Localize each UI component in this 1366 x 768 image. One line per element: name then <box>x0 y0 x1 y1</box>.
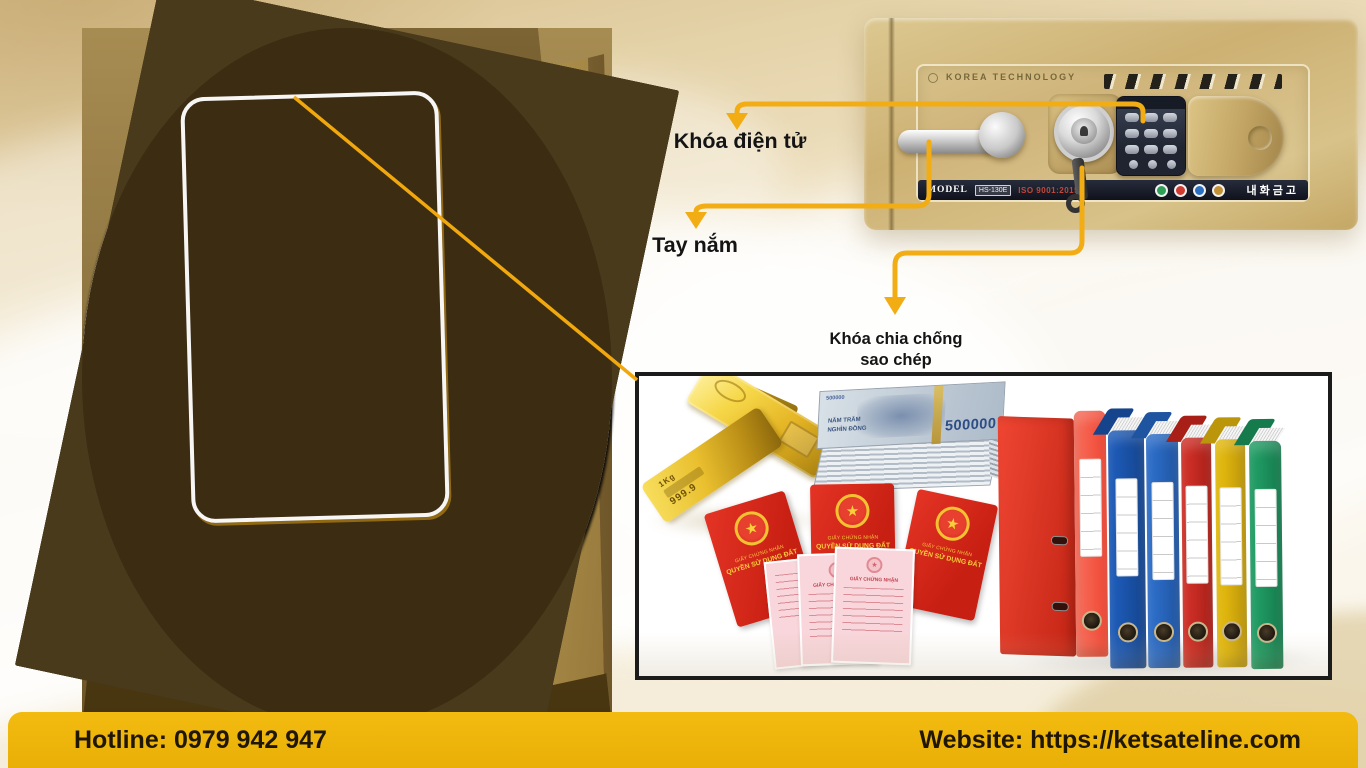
binder-part <box>1051 601 1069 612</box>
red-book-title: GIẤY CHỨNG NHẬN <box>827 534 879 542</box>
binder <box>1073 410 1109 657</box>
national-emblem-icon: ★ <box>932 503 973 544</box>
panel-vent-slats <box>1104 74 1282 89</box>
keypad-button <box>1144 144 1158 154</box>
valuables-box: 1Kg 999.9 500000 NĂM TRĂM NGHÌN ĐỒNG 500… <box>635 372 1332 680</box>
keypad-button <box>1128 160 1138 170</box>
certificate-title: GIẤY CHỨNG NHẬN <box>849 576 899 584</box>
cover-emboss <box>1248 126 1272 150</box>
gold-stamp <box>711 376 750 407</box>
binder-part <box>1254 488 1278 588</box>
model-value: HS-130E <box>974 184 1012 196</box>
label-key-lock: Khóa chia chống sao chép <box>806 329 986 371</box>
brand-text: KOREA TECHNOLOGY <box>946 72 1077 82</box>
keypad-button <box>1144 128 1158 138</box>
keypad-buttons <box>1125 113 1179 173</box>
brand-logo-icon <box>928 73 938 83</box>
keypad-button <box>1147 160 1157 170</box>
certificate-lines <box>842 586 904 634</box>
website-link[interactable]: Website: https://ketsateline.com <box>919 725 1301 754</box>
binder-part <box>1151 481 1175 581</box>
label-key-lock-line1: Khóa chia chống <box>829 330 963 348</box>
keypad-button <box>1144 113 1158 122</box>
cert-badge-icon <box>1211 183 1225 197</box>
cert-badge-icon <box>1192 183 1206 197</box>
keypad-button <box>1125 128 1139 138</box>
binder-part <box>1050 535 1069 546</box>
binder-part <box>1185 485 1209 584</box>
box-inner-shade <box>639 632 1328 676</box>
iso-cert-text: ISO 9001:2015 <box>1018 185 1080 195</box>
label-key-lock-line2: sao chép <box>860 351 932 370</box>
keypad-button <box>1163 144 1177 154</box>
binder-part <box>1079 458 1103 557</box>
label-handle: Tay nắm <box>652 233 738 257</box>
binder-part <box>1081 610 1102 631</box>
banknote-denomination: 500000 <box>944 415 997 435</box>
hotline-text[interactable]: Hotline: 0979 942 947 <box>74 725 327 754</box>
binder-part <box>1219 487 1243 586</box>
cert-badge-icon <box>1154 183 1168 197</box>
keypad-display <box>1117 97 1185 109</box>
footer-bar: Hotline: 0979 942 947 Website: https://k… <box>8 712 1358 768</box>
korean-label: 내화금고 <box>1246 185 1299 197</box>
keyhole-icon <box>1080 126 1088 136</box>
battery-cover <box>1188 96 1284 176</box>
keypad-button <box>1163 128 1177 138</box>
banknote-top: 500000 NĂM TRĂM NGHÌN ĐỒNG 500000 <box>816 381 1006 450</box>
electronic-keypad <box>1116 96 1186 176</box>
keypad-button <box>1166 160 1176 170</box>
keypad-button <box>1125 113 1139 122</box>
lock-panel-photo: KOREA TECHNOLOGY MODEL HS-130E ISO 9001:… <box>864 18 1358 230</box>
cert-badge-icon <box>1173 183 1187 197</box>
binder-front <box>997 416 1077 657</box>
binder-part <box>1115 478 1139 577</box>
door-seam <box>888 18 895 230</box>
national-emblem-icon: ★ <box>730 507 773 550</box>
keypad-button <box>1125 144 1139 154</box>
key-bow <box>1066 194 1085 213</box>
money-band <box>931 385 944 445</box>
label-electronic-lock: Khóa điện tử <box>673 129 807 153</box>
interior-highlight-frame <box>180 90 450 524</box>
gold-recess <box>778 420 820 459</box>
banknote-small-value: 500000 <box>825 394 845 402</box>
handle-boss <box>979 112 1025 158</box>
national-emblem-icon: ★ <box>835 493 870 529</box>
emblem-icon: ★ <box>866 556 883 574</box>
cert-badge-icons <box>1154 183 1225 197</box>
keypad-button <box>1163 113 1177 122</box>
model-label: MODEL <box>927 185 968 195</box>
model-strip: MODEL HS-130E ISO 9001:2015 내화금고 <box>918 180 1308 200</box>
